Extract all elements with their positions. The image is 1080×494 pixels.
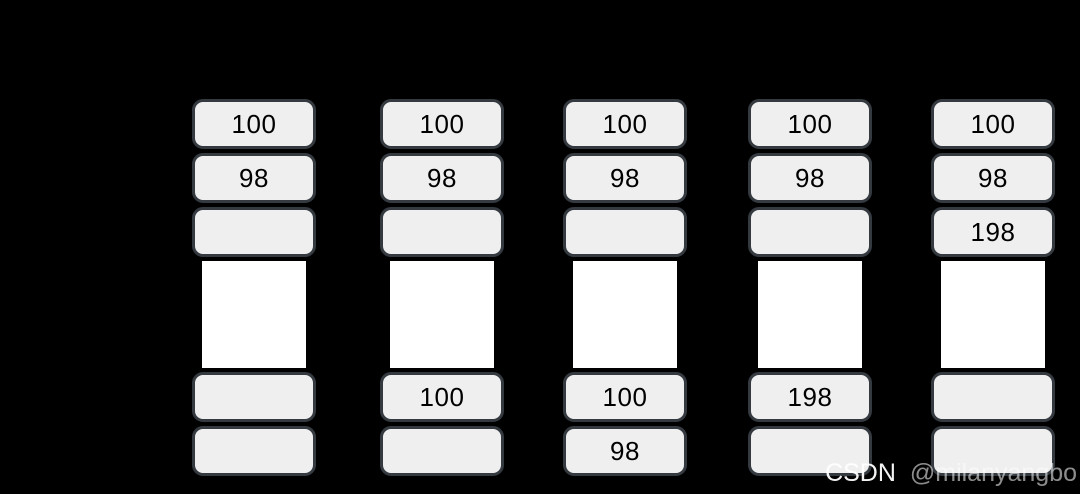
- watermark-brand: CSDN: [825, 459, 896, 487]
- stack-cell: 98: [563, 153, 687, 203]
- stack-cell: [563, 207, 687, 257]
- stack-cell: 98: [192, 153, 316, 203]
- stack-cell: [380, 426, 504, 476]
- stack-cell: 100: [931, 99, 1055, 149]
- stack-cell: 98: [931, 153, 1055, 203]
- watermark-handle: @milanyangbo: [909, 459, 1077, 487]
- frame-body: [202, 261, 306, 368]
- stack-cell: 98: [563, 426, 687, 476]
- stack-cell: 100: [192, 99, 316, 149]
- frame-body: [573, 261, 677, 368]
- stack-cell: [931, 426, 1055, 476]
- stack-cell: 98: [748, 153, 872, 203]
- stack-cell: [380, 207, 504, 257]
- stack-cell: 100: [563, 99, 687, 149]
- stack-cell: 198: [931, 207, 1055, 257]
- watermark: CSDN @milanyangbo: [825, 459, 1077, 488]
- stack-cell: 100: [563, 372, 687, 422]
- stack-cell: [192, 372, 316, 422]
- frame-body: [758, 261, 862, 368]
- stack-cell: 98: [380, 153, 504, 203]
- frame-body: [390, 261, 494, 368]
- stack-cell: [748, 207, 872, 257]
- stack-cell: 100: [380, 99, 504, 149]
- stack-cell: 198: [748, 372, 872, 422]
- stack-cell: 100: [748, 99, 872, 149]
- stack-cell: [192, 207, 316, 257]
- stack-cell: [931, 372, 1055, 422]
- stack-cell: [192, 426, 316, 476]
- stack-cell: [748, 426, 872, 476]
- frame-body: [941, 261, 1045, 368]
- stack-cell: 100: [380, 372, 504, 422]
